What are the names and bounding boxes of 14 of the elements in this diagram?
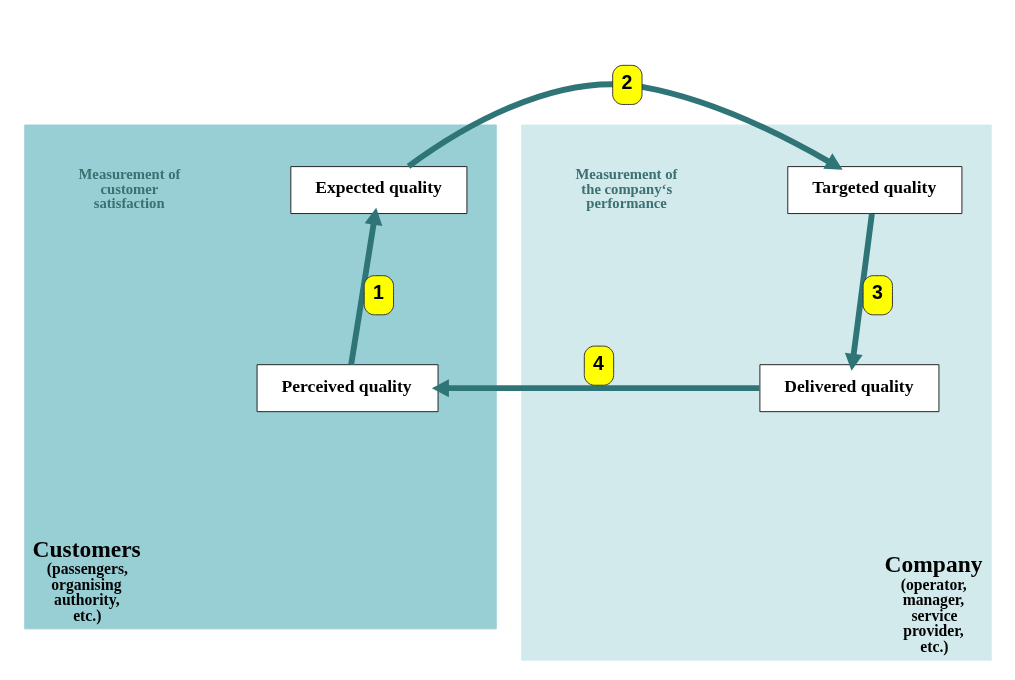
- node-box: Delivered quality: [758, 364, 939, 413]
- edge-label: 2: [620, 70, 632, 93]
- edge-label: 3: [871, 281, 883, 304]
- arrow: [431, 379, 759, 398]
- label: Measurement of the company‘s performance: [575, 165, 677, 212]
- arrow: [406, 81, 843, 170]
- edge-label: 4: [592, 351, 604, 374]
- edge-label: 1: [372, 281, 384, 304]
- node-box: Expected quality: [289, 166, 467, 215]
- label: Measurement of customer satisfaction: [78, 165, 180, 212]
- node-box: Targeted quality: [786, 166, 962, 215]
- arrow: [347, 207, 382, 365]
- node-box: Perceived quality: [256, 364, 439, 413]
- arrow: [844, 213, 875, 371]
